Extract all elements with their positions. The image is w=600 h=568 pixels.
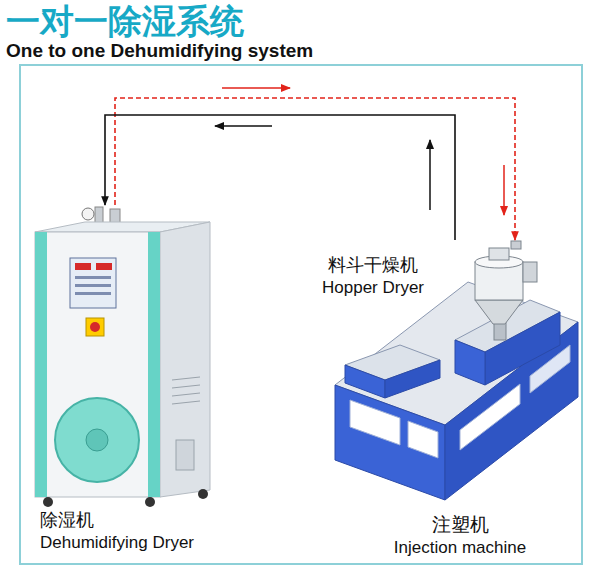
- label-group: One to one Dehumidifying system: [6, 40, 313, 63]
- return-air-line: [105, 115, 455, 240]
- injection-machine-unit: 注塑机Injection machine: [340, 503, 580, 560]
- flow-arrow: [429, 140, 431, 210]
- flow-arrow: [503, 165, 505, 215]
- subtitle: One to one Dehumidifying system: [6, 40, 313, 63]
- caption-block: 除湿机Dehumidifying Dryer: [40, 509, 194, 553]
- frame: [20, 65, 582, 564]
- english-caption: Dehumidifying Dryer: [40, 532, 194, 553]
- chinese-caption: 料斗干燥机: [322, 254, 424, 277]
- flow-arrow: [222, 87, 290, 89]
- chinese-caption: 注塑机: [394, 513, 526, 537]
- caption-block: 料斗干燥机Hopper Dryer: [322, 254, 424, 298]
- dryer-illustration: [35, 207, 210, 507]
- title: 一对一除湿系统: [6, 0, 244, 43]
- caption-block: 注塑机Injection machine: [394, 513, 526, 558]
- english-caption: Hopper Dryer: [322, 277, 424, 298]
- chinese-caption: 除湿机: [40, 509, 194, 532]
- dryer-unit: 除湿机Dehumidifying Dryer: [30, 205, 230, 557]
- flow-arrow: [215, 125, 272, 127]
- english-caption: Injection machine: [394, 537, 526, 558]
- hopper-dryer-unit: 料斗干燥机Hopper Dryer: [318, 240, 533, 340]
